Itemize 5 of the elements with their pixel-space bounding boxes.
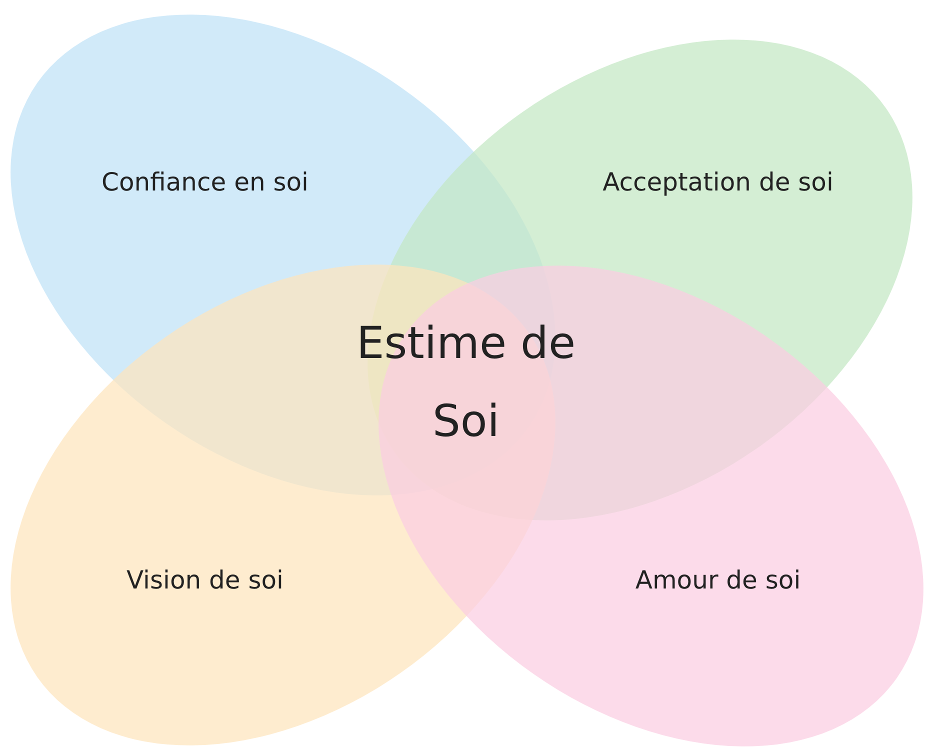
region-label: Confiance en soi [101,168,309,196]
center-title: Estime de Soi [355,317,577,449]
region-label: Amour de soi [635,566,801,594]
region-label: Vision de soi [126,566,284,594]
region-label: Acceptation de soi [602,168,834,196]
